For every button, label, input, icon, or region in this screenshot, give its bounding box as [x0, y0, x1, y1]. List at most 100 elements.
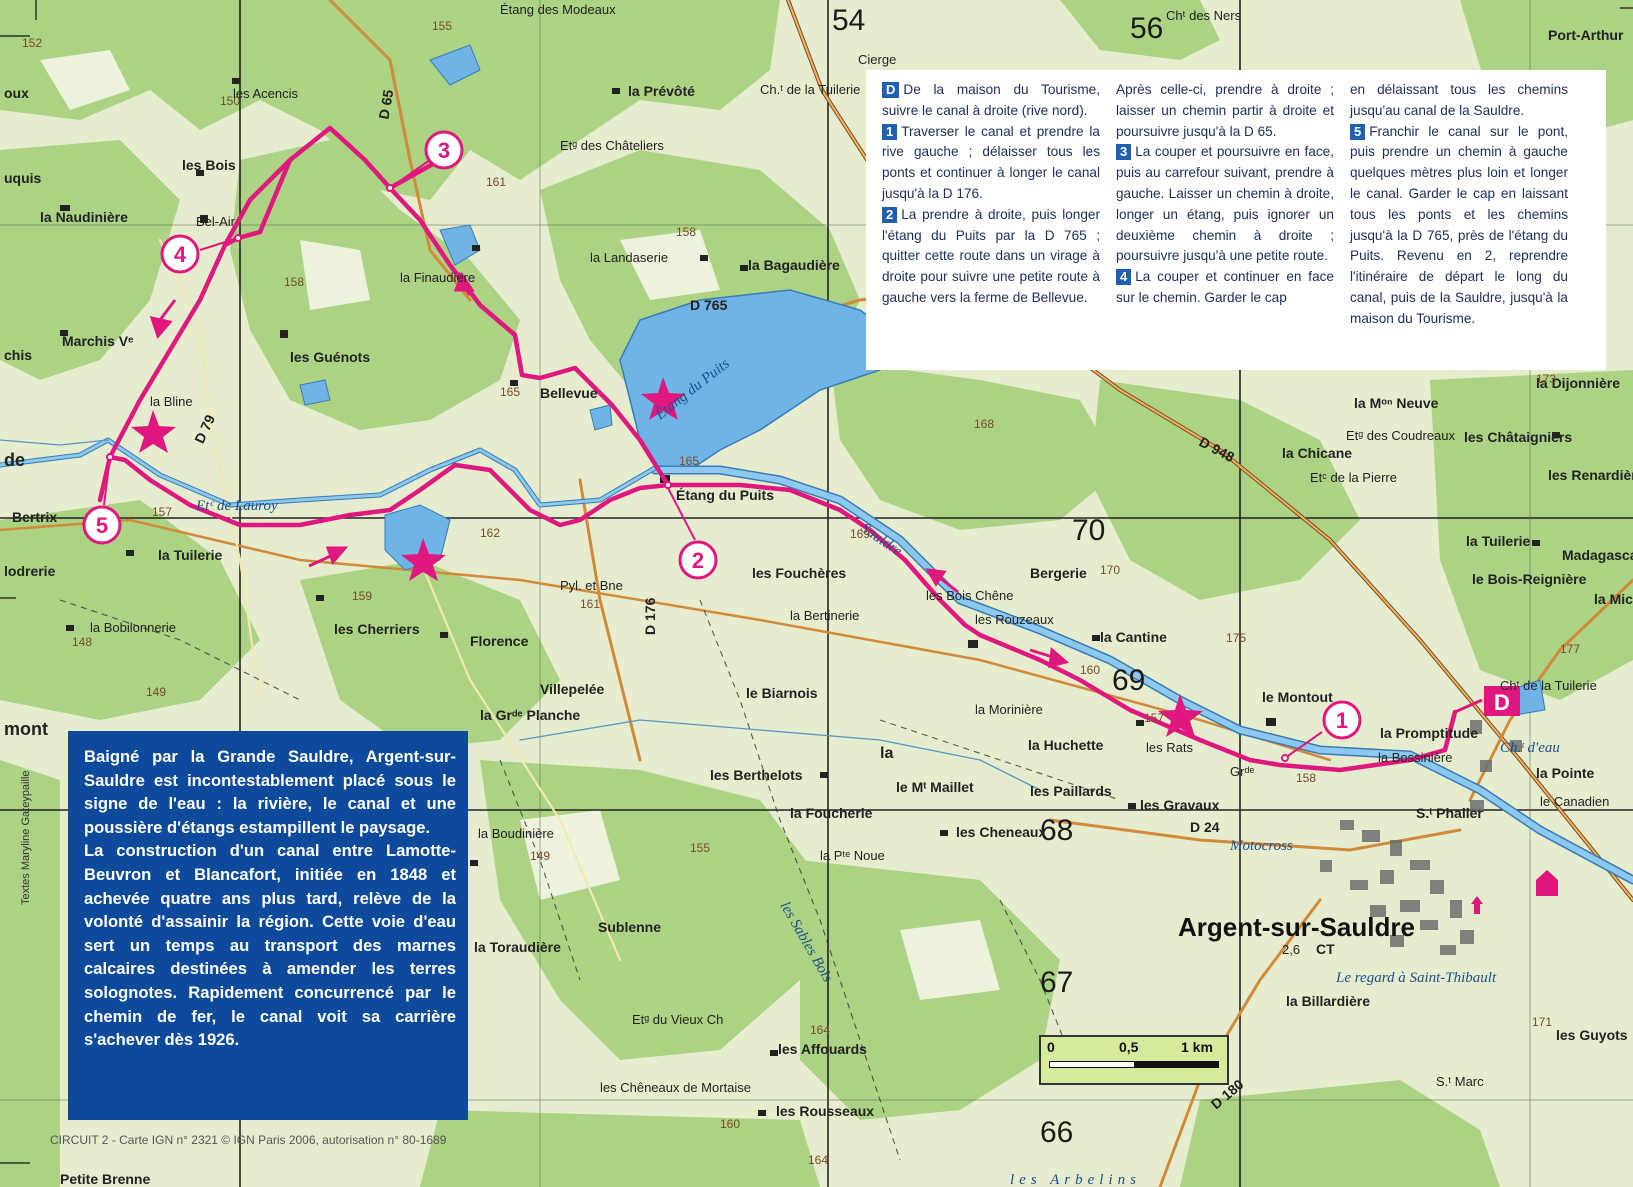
svg-text:la Bertinerie: la Bertinerie: [790, 608, 859, 623]
svg-text:150: 150: [220, 94, 240, 108]
svg-text:175: 175: [1226, 631, 1246, 645]
svg-text:Port-Arthur: Port-Arthur: [1548, 27, 1624, 43]
svg-text:les Renardières: les Renardières: [1548, 467, 1633, 483]
svg-text:les Rouzeaux: les Rouzeaux: [975, 612, 1054, 627]
svg-text:les Châtaigniers: les Châtaigniers: [1464, 429, 1572, 445]
svg-text:5: 5: [96, 513, 108, 538]
svg-text:les Chêneaux de Mortaise: les Chêneaux de Mortaise: [600, 1080, 751, 1095]
clearings: [40, 50, 1000, 1000]
star-icon: [401, 538, 446, 581]
svg-text:les Guyots: les Guyots: [1556, 1027, 1628, 1043]
svg-text:de: de: [4, 450, 25, 470]
svg-text:la Huchette: la Huchette: [1028, 737, 1104, 753]
copyright-notice: CIRCUIT 2 - Carte IGN n° 2321 © IGN Pari…: [50, 1133, 447, 1147]
svg-text:S.ᵗ Phalier: S.ᵗ Phalier: [1416, 805, 1483, 821]
svg-text:171: 171: [1532, 1015, 1552, 1029]
svg-text:les Cherriers: les Cherriers: [334, 621, 420, 637]
svg-text:67: 67: [1040, 966, 1073, 999]
svg-text:68: 68: [1040, 814, 1073, 847]
svg-text:uquis: uquis: [4, 170, 42, 186]
svg-text:158: 158: [284, 275, 304, 289]
argent-town-blocks: [1320, 700, 1522, 955]
svg-text:158: 158: [1296, 771, 1316, 785]
waypoint-4: [160, 234, 200, 274]
star-icon: [1158, 694, 1203, 737]
svg-text:les Bois Chêne: les Bois Chêne: [926, 588, 1013, 603]
route-arrows: [149, 271, 1070, 668]
star-icon: [641, 377, 686, 420]
svg-text:161: 161: [486, 175, 506, 189]
svg-text:165: 165: [679, 454, 699, 468]
svg-text:D 24: D 24: [1190, 819, 1220, 835]
svg-text:la Mich: la Mich: [1594, 591, 1633, 607]
svg-text:Ch.ᵗ de la Tuilerie: Ch.ᵗ de la Tuilerie: [760, 82, 860, 97]
svg-text:la: la: [880, 745, 893, 762]
svg-text:173: 173: [1536, 372, 1556, 386]
svg-text:Marchis Vᵉ: Marchis Vᵉ: [62, 333, 133, 349]
step-badge: 3: [1116, 144, 1132, 161]
svg-text:les Berthelots: les Berthelots: [710, 767, 803, 783]
svg-text:Bellevue: Bellevue: [540, 385, 598, 401]
svg-text:la Morinière: la Morinière: [975, 702, 1043, 717]
svg-text:D 765: D 765: [690, 297, 728, 313]
tracks: [59, 599, 1121, 1161]
svg-text:S.ᵗ Marc: S.ᵗ Marc: [1436, 1074, 1484, 1089]
svg-text:Bel-Air: Bel-Air: [196, 214, 236, 229]
svg-text:158: 158: [676, 225, 696, 239]
svg-text:les Rats: les Rats: [1146, 740, 1193, 755]
svg-text:3: 3: [438, 138, 450, 163]
svg-text:la Landaserie: la Landaserie: [590, 250, 668, 265]
svg-text:2,6: 2,6: [1282, 942, 1300, 957]
svg-text:Bertrix: Bertrix: [12, 509, 57, 525]
svg-text:160: 160: [1080, 663, 1100, 677]
svg-text:Le regard à Saint-Thibault: Le regard à Saint-Thibault: [1335, 970, 1497, 986]
svg-text:Petite Brenne: Petite Brenne: [60, 1171, 150, 1187]
step-badge: D: [882, 82, 900, 98]
svg-text:D 176: D 176: [642, 597, 658, 635]
svg-text:le Canadien: le Canadien: [1540, 794, 1609, 809]
svg-text:la Promptitude: la Promptitude: [1380, 725, 1478, 741]
svg-text:D: D: [1494, 690, 1510, 715]
ponds: [299, 44, 1546, 716]
svg-text:les Arbelins: les Arbelins: [1010, 1172, 1141, 1187]
star-icon: [131, 410, 176, 453]
church-icon: [1471, 896, 1483, 914]
intro-paragraph-2: La construction d'un canal entre Lamotte…: [84, 841, 456, 1050]
svg-text:Grᵈᵉ: Grᵈᵉ: [1230, 764, 1254, 779]
svg-text:161: 161: [580, 597, 600, 611]
waypoint-5: [82, 505, 122, 545]
intro-box: Baigné par la Grande Sauldre, Argent-sur…: [68, 731, 468, 1120]
svg-text:la Tuilerie: la Tuilerie: [158, 547, 223, 563]
scale-label-km: 1 km: [1181, 1039, 1213, 1055]
svg-text:Chᵗ des Ners: Chᵗ des Ners: [1166, 8, 1242, 23]
svg-text:Florence: Florence: [470, 633, 529, 649]
intro-text: Baigné par la Grande Sauldre, Argent-sur…: [84, 745, 456, 1052]
svg-text:la Grᵈᵉ Planche: la Grᵈᵉ Planche: [480, 707, 580, 723]
waypoints: D 1 2 3 4 5: [82, 130, 1520, 762]
scale-label-0: 0: [1047, 1039, 1055, 1055]
svg-text:Etᵍ du Vieux Ch: Etᵍ du Vieux Ch: [632, 1012, 723, 1027]
svg-text:Motocross: Motocross: [1229, 838, 1293, 854]
svg-text:54: 54: [832, 4, 865, 37]
step-badge: 4: [1116, 269, 1132, 286]
spot-heights: 152 155 150 161 158 165 165 157 162 159 …: [22, 19, 1580, 1167]
svg-text:Etᶜ de la Pierre: Etᶜ de la Pierre: [1310, 470, 1397, 485]
svg-text:le Bois-Reignière: le Bois-Reignière: [1472, 571, 1587, 587]
route-bel-air-connector: [222, 157, 293, 248]
grid-labels: 54 56 70 69 68 67 66: [832, 4, 1163, 1149]
svg-text:Ch.ᵗ d'eau: Ch.ᵗ d'eau: [1500, 740, 1560, 756]
svg-text:les Gravaux: les Gravaux: [1140, 797, 1220, 813]
svg-text:la Bossinière: la Bossinière: [1378, 750, 1452, 765]
svg-text:la Pᵗᵉ Noue: la Pᵗᵉ Noue: [820, 848, 885, 863]
svg-text:Bergerie: Bergerie: [1030, 565, 1087, 581]
svg-text:159: 159: [352, 589, 372, 603]
svg-text:Chᵗ de la Tuilerie: Chᵗ de la Tuilerie: [1500, 678, 1597, 693]
svg-text:la Prévôté: la Prévôté: [628, 83, 695, 99]
svg-text:le Montout: le Montout: [1262, 689, 1333, 705]
svg-text:69: 69: [1112, 664, 1145, 697]
author-credit: Textes Maryline Gateypaille: [20, 770, 32, 905]
route-north: [107, 125, 671, 488]
svg-text:CT: CT: [1316, 941, 1335, 957]
